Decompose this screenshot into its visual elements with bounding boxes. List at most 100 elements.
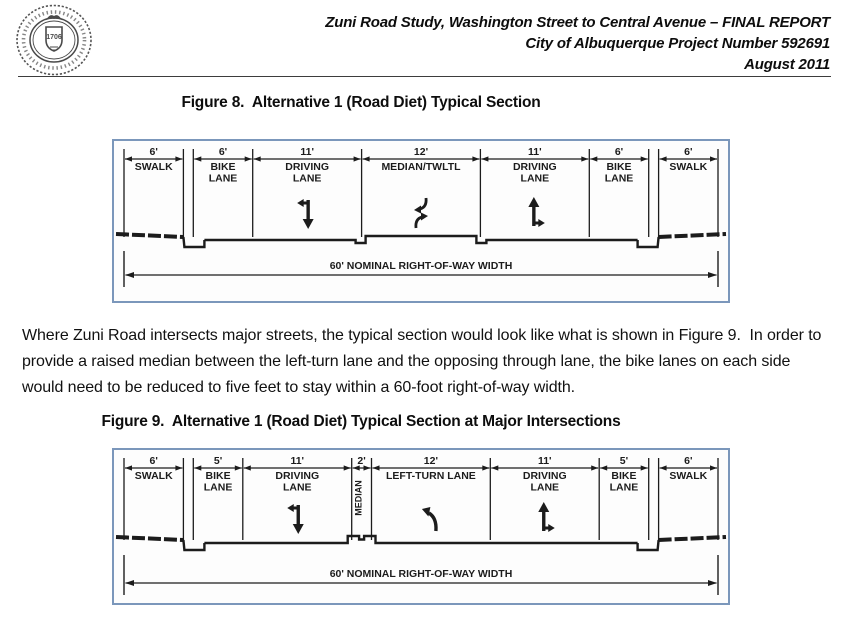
row-dimension-arrowhead — [125, 580, 134, 586]
figure9-caption: Figure 9. Alternative 1 (Road Diet) Typi… — [101, 413, 621, 430]
lane-name-label: LANE — [204, 482, 233, 494]
figure8-caption: Figure 8. Alternative 1 (Road Diet) Typi… — [181, 94, 541, 111]
dimension-arrowhead — [175, 156, 183, 162]
seal-year-text: 1706 — [46, 34, 62, 41]
lane-name-label: LANE — [521, 173, 550, 185]
lane-name-label: LANE — [610, 482, 639, 494]
seal-outer-ring — [16, 4, 92, 76]
seal-shield-icon — [45, 26, 63, 52]
lane-name-label: LANE — [530, 482, 559, 494]
dimension-arrowhead — [659, 156, 667, 162]
dimension-arrowhead — [581, 156, 589, 162]
lane-width-label: 6' — [615, 146, 623, 158]
report-header: Zuni Road Study, Washington Street to Ce… — [325, 12, 830, 75]
traffic-arrow-through-right — [528, 197, 545, 227]
sidewalk-surface-left — [115, 232, 184, 239]
sidewalk-surface-right — [658, 232, 727, 239]
dimension-arrowhead — [372, 465, 380, 471]
dimension-arrowhead — [591, 465, 599, 471]
lane-width-label: 11' — [528, 146, 542, 158]
curb-gutter-right — [636, 539, 660, 552]
dimension-arrowhead — [125, 465, 132, 471]
report-date: August 2011 — [744, 56, 830, 73]
seal-eagle-icon — [46, 15, 62, 20]
lane-width-label: 6' — [150, 146, 158, 158]
seal-inner-ring-2 — [32, 20, 76, 60]
lane-name-label: BIKE — [206, 470, 231, 482]
curb-gutter-left — [182, 236, 206, 249]
row-dimension-arrowhead — [125, 272, 134, 278]
curb-gutter-right — [636, 236, 660, 249]
lane-name-label: SWALK — [669, 161, 707, 173]
dimension-arrowhead — [234, 465, 242, 471]
dimension-arrowhead — [194, 156, 202, 162]
traffic-arrow-through-right — [538, 502, 555, 532]
dimension-arrowhead — [590, 156, 598, 162]
traffic-arrow-through-left — [287, 504, 304, 534]
dimension-arrowhead — [481, 156, 489, 162]
dimension-arrowhead — [362, 156, 370, 162]
dimension-arrowhead — [640, 156, 648, 162]
lane-width-label: 6' — [219, 146, 227, 158]
lane-name-label: DRIVING — [275, 470, 319, 482]
lane-name-label: MEDIAN/TWLTL — [381, 161, 461, 173]
traffic-arrow-twltl — [414, 197, 428, 229]
curb-gutter-left — [182, 539, 206, 552]
lane-width-label: 11' — [538, 455, 552, 467]
dimension-arrowhead — [353, 156, 361, 162]
lane-name-label: SWALK — [135, 161, 173, 173]
lane-width-label: 5' — [214, 455, 222, 467]
body-paragraph: Where Zuni Road intersects major streets… — [22, 327, 826, 396]
report-title: Zuni Road Study, Washington Street to Ce… — [325, 14, 830, 31]
figure8-cross-section-diagram: 6'SWALK6'BIKELANE11'DRIVINGLANE12'MEDIAN… — [115, 146, 727, 287]
lane-width-label: 2' — [357, 455, 365, 467]
lane-width-label: 6' — [150, 455, 158, 467]
dimension-arrowhead — [710, 465, 717, 471]
dimension-arrowhead — [175, 465, 183, 471]
lane-width-label: 6' — [684, 146, 692, 158]
dimension-arrowhead — [352, 465, 360, 471]
lane-name-label: SWALK — [669, 470, 707, 482]
dimension-arrowhead — [472, 156, 480, 162]
dimension-arrowhead — [243, 465, 251, 471]
lane-name-label: LANE — [209, 173, 238, 185]
lane-width-label: 5' — [620, 455, 628, 467]
row-width-label: 60' NOMINAL RIGHT-OF-WAY WIDTH — [330, 260, 513, 272]
row-dimension-arrowhead — [708, 580, 717, 586]
sidewalk-surface-left — [115, 535, 184, 542]
lane-width-label: 11' — [290, 455, 304, 467]
lane-name-label: BIKE — [606, 161, 631, 173]
dimension-arrowhead — [194, 465, 202, 471]
figure9-cross-section-diagram: 6'SWALK5'BIKELANE11'DRIVINGLANE2'MEDIAN1… — [115, 455, 727, 595]
dimension-arrowhead — [640, 465, 648, 471]
lane-name-label: SWALK — [135, 470, 173, 482]
lane-name-label: LANE — [605, 173, 634, 185]
lane-name-label: BIKE — [611, 470, 636, 482]
lane-name-label: DRIVING — [523, 470, 567, 482]
dimension-arrowhead — [659, 465, 667, 471]
dimension-arrowhead — [710, 156, 717, 162]
project-number-line: City of Albuquerque Project Number 59269… — [525, 35, 830, 52]
lane-name-label: DRIVING — [513, 161, 557, 173]
seal-lettering-ring — [21, 10, 87, 70]
lane-name-label: DRIVING — [285, 161, 329, 173]
traffic-arrow-left-turn — [421, 507, 438, 532]
sidewalk-surface-right — [658, 535, 727, 542]
lane-name-label: LANE — [283, 482, 312, 494]
lane-name-label: MEDIAN — [354, 480, 364, 516]
city-of-albuquerque-seal: 1706 — [16, 4, 92, 76]
traffic-arrow-through-left — [297, 199, 314, 229]
header-divider — [18, 76, 831, 77]
lane-name-label: BIKE — [210, 161, 235, 173]
lane-width-label: 12' — [414, 146, 428, 158]
lane-width-label: 12' — [424, 455, 438, 467]
dimension-arrowhead — [600, 465, 608, 471]
lane-width-label: 11' — [300, 146, 314, 158]
dimension-arrowhead — [253, 156, 261, 162]
road-surface-profile — [204, 534, 638, 545]
row-width-label: 60' NOMINAL RIGHT-OF-WAY WIDTH — [330, 568, 513, 580]
lane-name-label: LANE — [293, 173, 322, 185]
row-dimension-arrowhead — [708, 272, 717, 278]
